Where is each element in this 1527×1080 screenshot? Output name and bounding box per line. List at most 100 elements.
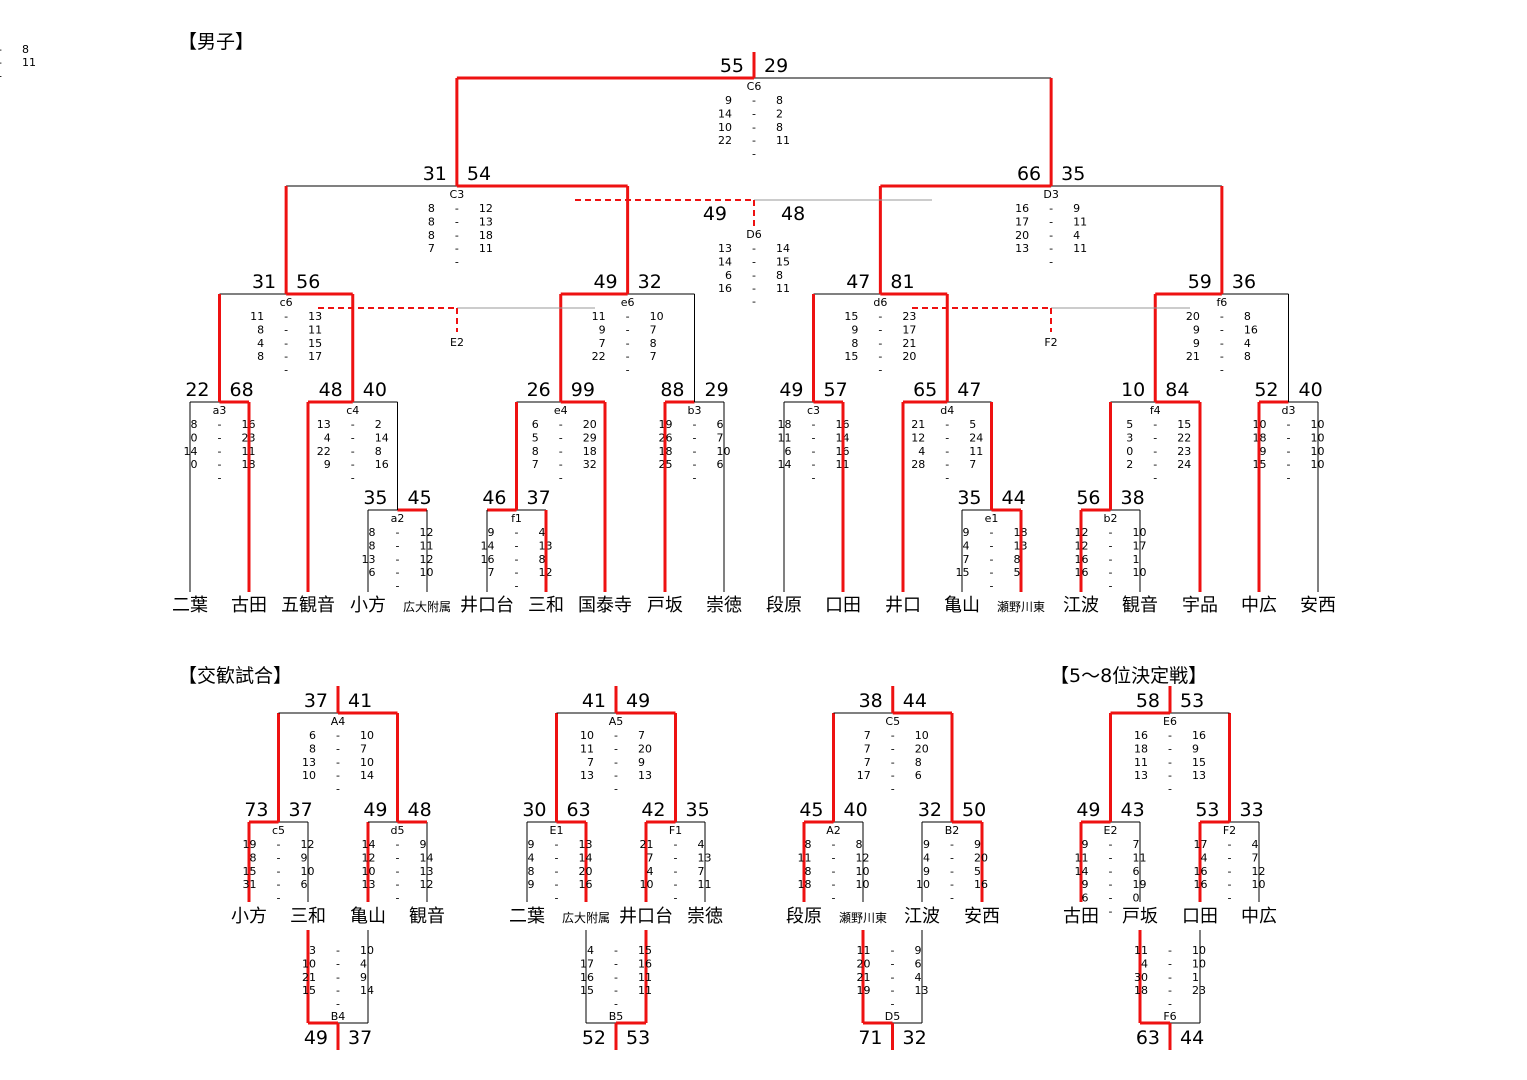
quarter-dash: - [284,350,288,363]
quarter-dash: - [990,580,994,593]
section-title-placement: 【5～8位決定戦】 [1050,665,1207,687]
quarter-score-left: 8 [257,323,264,336]
quarter-dash: - [1168,944,1172,957]
quarter-score-right: 17 [308,350,322,363]
quarter-dash: - [878,323,882,336]
quarter-dash: - [1168,984,1172,997]
quarter-score-right: 9 [915,944,922,957]
quarter-dash: - [1228,851,1232,864]
quarter-score-right: 12 [856,851,870,864]
team-name: 中広 [1241,595,1277,616]
ref-label: F2 [1044,336,1057,349]
quarter-dash: - [1049,256,1053,269]
quarter-dash: - [945,431,949,444]
quarter-dash: - [878,310,882,323]
team-name: 二葉 [509,906,545,927]
score-right: 37 [527,487,551,509]
quarter-score-left: 28 [911,458,925,471]
quarter-dash: - [336,971,340,984]
team-name: 古田 [231,595,267,616]
team-name: 小方 [350,595,386,616]
quarter-score-right: 15 [638,944,652,957]
score-left: 49 [304,1027,328,1049]
quarter-score-left: 7 [428,242,435,255]
quarter-dash: - [555,851,559,864]
quarter-dash: - [1109,539,1113,552]
quarter-dash: - [336,756,340,769]
quarter-dash: - [891,729,895,742]
game-code: B5 [609,1010,624,1023]
quarter-score-left: 20 [857,957,871,970]
quarter-score-right: 13 [915,984,929,997]
quarter-score-left: 8 [428,215,435,228]
team-name: 戸坂 [1122,906,1158,927]
quarter-score-left: 8 [851,337,858,350]
quarter-score-right: 4 [360,957,367,970]
quarter-score-right: 23 [1177,445,1191,458]
quarter-score-left: 3 [1126,431,1133,444]
team-name: 崇徳 [706,595,742,616]
quarter-score-left: 21 [911,418,925,431]
quarter-score-left: 9 [923,838,930,851]
quarter-dash: - [674,838,678,851]
score-left: 63 [1136,1027,1160,1049]
quarter-score-right: 19 [1133,878,1147,891]
score-right: 44 [1180,1027,1204,1049]
game-code: a2 [391,512,405,525]
quarter-score-left: 21 [302,971,316,984]
score-left: 42 [641,799,665,821]
quarter-dash: - [832,878,836,891]
quarter-dash: - [559,445,563,458]
quarter-dash: - [1153,472,1157,485]
quarter-score-right: 14 [420,851,434,864]
quarter-dash: - [752,107,756,120]
quarter-score-right: 7 [650,323,657,336]
quarter-score-right: 11 [969,445,983,458]
quarter-score-right: 16 [375,458,389,471]
quarter-dash: - [614,944,618,957]
score-right: 63 [567,799,591,821]
quarter-score-right: 9 [420,838,427,851]
game-code: C3 [450,188,465,201]
quarter-score-left: 10 [302,769,316,782]
score-left: 37 [304,690,328,712]
quarter-dash: - [752,282,756,295]
quarter-score-left: 7 [532,458,539,471]
quarter-score-right: 12 [479,202,493,215]
game-code: A4 [331,715,346,728]
quarter-dash: - [812,431,816,444]
team-name: 井口 [885,595,921,616]
game-code: F6 [1163,1010,1176,1023]
quarter-score-right: 16 [638,957,652,970]
quarter-score-right: 20 [579,865,593,878]
quarter-dash: - [832,865,836,878]
quarter-dash: - [559,431,563,444]
quarter-score-right: 20 [902,350,916,363]
quarter-dash: - [945,445,949,458]
quarter-score-left: 17 [580,957,594,970]
quarter-dash: - [945,458,949,471]
team-name: 段原 [766,595,802,616]
quarter-dash: - [614,971,618,984]
quarter-score-left: 8 [428,202,435,215]
quarter-dash: - [812,445,816,458]
quarter-dash: - [336,729,340,742]
score-right: 29 [705,379,729,401]
quarter-dash: - [693,445,697,458]
quarter-score-left: 0 [191,458,198,471]
quarter-dash: - [1287,445,1291,458]
section-title-boys: 【男子】 [178,31,254,53]
team-name: 中広 [1241,906,1277,927]
quarter-dash: - [1287,418,1291,431]
game-code: f1 [511,512,522,525]
quarter-score-right: 14 [579,851,593,864]
quarter-dash: - [336,984,340,997]
quarter-dash: - [950,892,954,905]
quarter-dash: - [891,783,895,796]
score-right: 57 [824,379,848,401]
quarter-score-left: 8 [805,865,812,878]
quarter-dash: - [832,892,836,905]
score-left: 35 [363,487,387,509]
